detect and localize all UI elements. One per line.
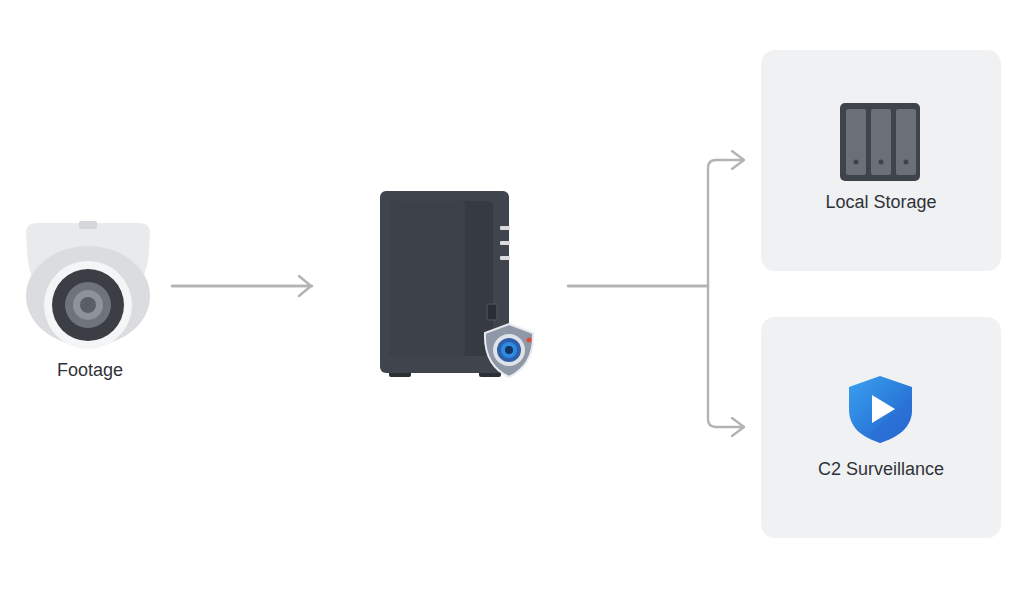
storage-icon [761, 50, 1001, 271]
node-label: Footage [20, 360, 160, 381]
storage-panel: Local Storage [761, 50, 1001, 271]
node-label: Local Storage [761, 192, 1001, 213]
c2-shield-icon [761, 317, 1001, 538]
camera-node: Footage [20, 215, 160, 385]
c2-panel: C2 Surveillance [761, 317, 1001, 538]
camera-icon [20, 215, 160, 365]
node-label: C2 Surveillance [761, 459, 1001, 480]
